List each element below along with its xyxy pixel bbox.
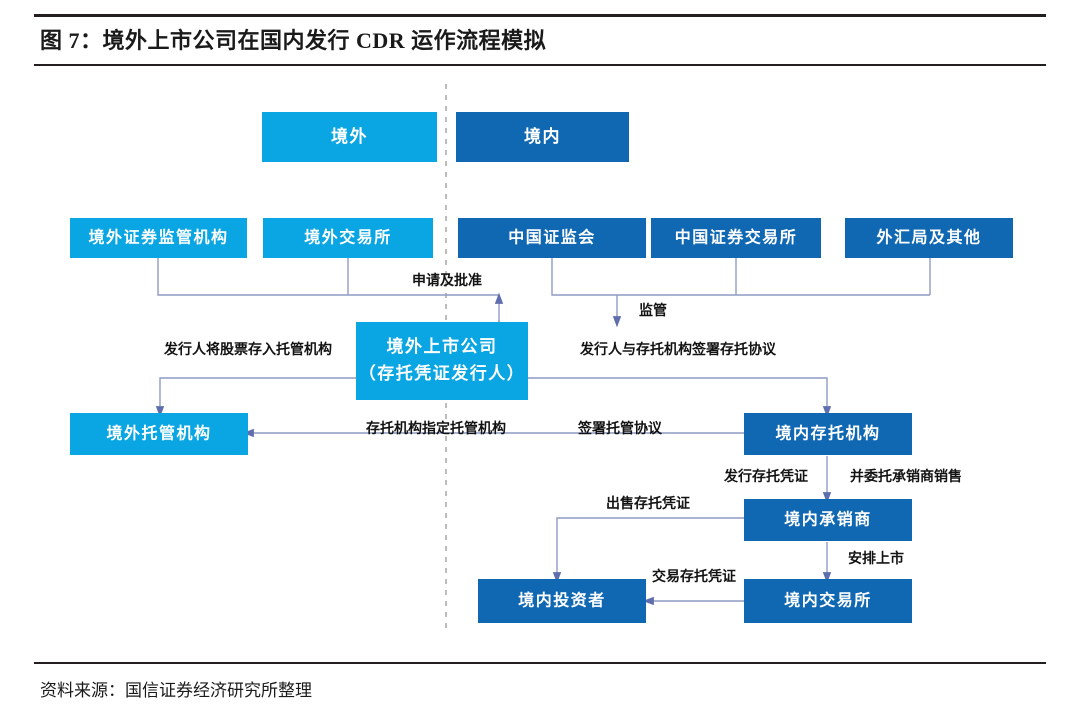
- node-label-safe-other: 外汇局及其他: [875, 228, 981, 247]
- connector-sign-depositary-agreement: [528, 377, 832, 418]
- node-label-domestic-investor: 境内投资者: [518, 591, 606, 610]
- node-label-china-exchange: 中国证券交易所: [675, 228, 798, 247]
- edge-label-entrust-underwriter: 并委托承销商销售: [850, 468, 962, 485]
- node-offshore-custodian[interactable]: 境外托管机构: [70, 413, 248, 455]
- edge-label-trade-dr: 交易存托凭证: [652, 568, 736, 585]
- node-label-offshore-exchange: 境外交易所: [304, 228, 392, 247]
- edge-label-arrange-listing: 安排上市: [848, 550, 904, 567]
- edge-label-depositary-designates-custodian: 存托机构指定托管机构: [366, 420, 506, 437]
- node-offshore-exchange[interactable]: 境外交易所: [263, 218, 433, 258]
- node-label-offshore-custodian: 境外托管机构: [106, 424, 211, 443]
- connector-sell-dr: [552, 517, 744, 584]
- node-label-csrc: 中国证监会: [508, 228, 596, 247]
- region-label-onshore: 境内: [524, 126, 561, 146]
- edge-label-sign-custody-agreement: 签署托管协议: [577, 420, 663, 437]
- source-note: 资料来源：国信证券经济研究所整理: [40, 681, 312, 700]
- node-label-offshore-regulator: 境外证券监管机构: [88, 228, 228, 247]
- region-label-offshore: 境外: [331, 126, 368, 146]
- connector-onshore-regulator-bus: [551, 258, 930, 296]
- node-domestic-investor[interactable]: 境内投资者: [478, 579, 646, 623]
- flowchart-diagram: 境外 境内 境外证券监管机构 境外交易所 中国证监会 中国证券交易所: [0, 70, 1080, 655]
- region-box-onshore[interactable]: 境内: [456, 112, 629, 162]
- edge-label-deposit-shares: 发行人将股票存入托管机构: [163, 341, 332, 358]
- edge-label-issue-dr: 发行存托凭证: [723, 468, 808, 485]
- node-label-issuer-line2: （存托凭证发行人）: [359, 363, 526, 383]
- node-safe-other[interactable]: 外汇局及其他: [845, 218, 1013, 258]
- node-china-exchange[interactable]: 中国证券交易所: [651, 218, 821, 258]
- edge-label-apply-approve: 申请及批准: [412, 272, 482, 289]
- node-csrc[interactable]: 中国证监会: [458, 218, 646, 258]
- region-box-offshore[interactable]: 境外: [262, 112, 437, 162]
- node-label-domestic-underwriter: 境内承销商: [784, 510, 872, 529]
- node-label-domestic-exchange: 境内交易所: [784, 591, 872, 610]
- node-domestic-exchange[interactable]: 境内交易所: [744, 579, 912, 623]
- node-domestic-underwriter[interactable]: 境内承销商: [744, 499, 912, 541]
- title-bottom-rule: [34, 64, 1046, 66]
- edge-label-supervise: 监管: [639, 302, 667, 319]
- node-issuer[interactable]: 境外上市公司 （存托凭证发行人）: [356, 322, 528, 400]
- footer-rule: [34, 662, 1046, 664]
- connector-offshore-regulator-bus: [157, 258, 499, 296]
- node-label-issuer-line1: 境外上市公司: [387, 336, 498, 356]
- title-top-rule: [34, 14, 1046, 17]
- figure-title: 图 7：境外上市公司在国内发行 CDR 运作流程模拟: [40, 28, 547, 53]
- edge-label-sell-dr: 出售存托凭证: [606, 495, 690, 512]
- edge-label-sign-depositary-agreement: 发行人与存托机构签署存托协议: [579, 341, 777, 358]
- connector-deposit-shares: [155, 377, 356, 418]
- node-domestic-depositary[interactable]: 境内存托机构: [744, 413, 912, 455]
- node-offshore-regulator[interactable]: 境外证券监管机构: [70, 218, 247, 258]
- node-label-domestic-depositary: 境内存托机构: [775, 424, 880, 443]
